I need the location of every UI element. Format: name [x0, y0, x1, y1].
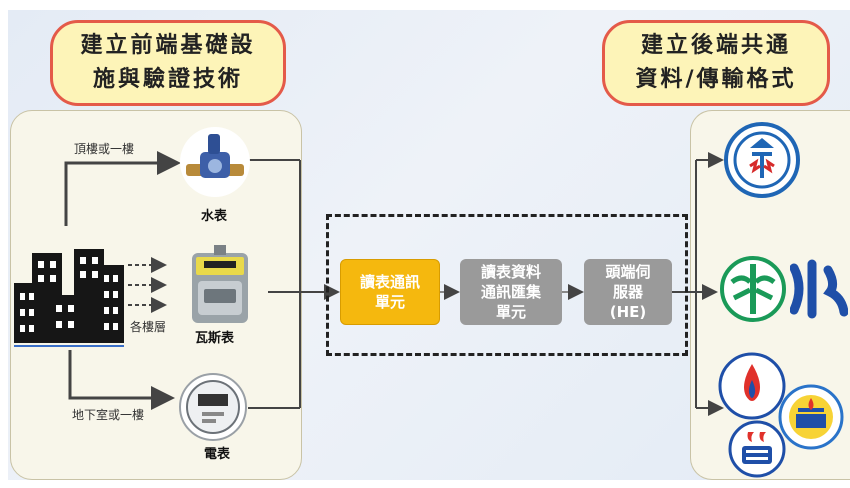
water-meter-label: 水表: [201, 209, 228, 224]
taipei-water-logo: [790, 259, 848, 319]
right-title: 建立後端共通 資料/傳輸格式: [602, 20, 830, 106]
electric-meter-icon: [179, 373, 247, 441]
top-floor-label: 頂樓或一樓: [74, 142, 135, 156]
head-end-server: 頭端伺 服器 (HE): [584, 259, 672, 325]
building-icon: [14, 249, 124, 343]
data-aggregation-unit: 讀表資料 通訊匯集 單元: [460, 259, 562, 325]
communication-system-boundary: [326, 214, 688, 356]
ground-line: [14, 345, 124, 347]
taipower-logo: [724, 122, 800, 198]
each-floor-label: 各樓層: [130, 320, 167, 334]
gas-company-logo: [778, 384, 844, 450]
water-corp-logo: [720, 256, 786, 322]
meter-reading-comm-unit: 讀表通訊 單元: [340, 259, 440, 325]
water-meter-icon: [180, 127, 250, 197]
left-title: 建立前端基礎設 施與驗證技術: [50, 20, 286, 106]
taipei-gas-logo: [718, 352, 786, 420]
gas-meter-label: 瓦斯表: [195, 331, 235, 346]
sp-gas-logo: [728, 420, 786, 478]
electric-meter-label: 電表: [204, 447, 231, 462]
basement-label: 地下室或一樓: [72, 408, 145, 422]
gas-meter-icon: [192, 245, 248, 323]
